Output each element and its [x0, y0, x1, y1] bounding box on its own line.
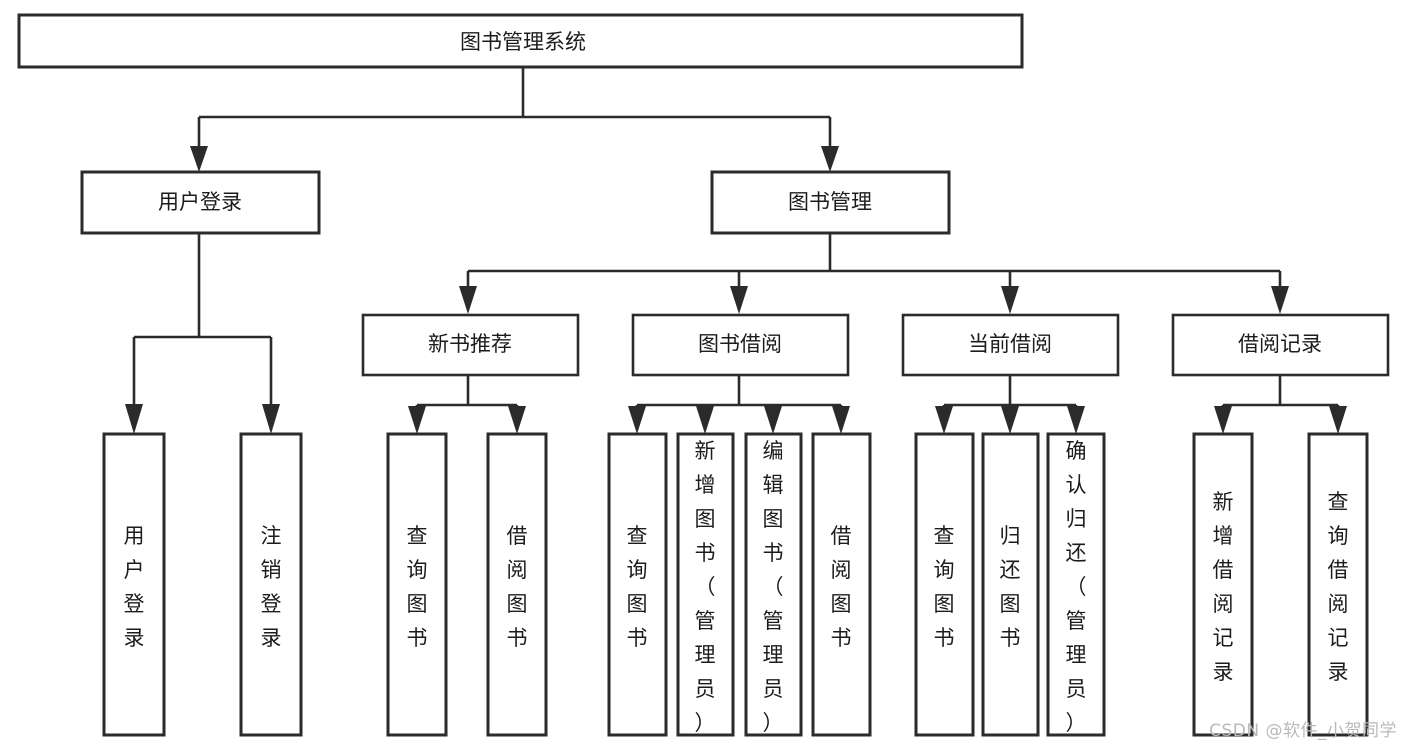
node-current-borrow-label: 当前借阅 — [968, 332, 1052, 356]
node-leaf-user-logout[interactable]: 注销登录 — [239, 432, 303, 737]
connector-group-user-login — [125, 233, 280, 434]
node-leaf-query-book-1[interactable]: 查询图书 — [386, 432, 448, 737]
node-leaf-confirm-return-label: 确认归还（管理员） — [1066, 439, 1087, 735]
node-root-label: 图书管理系统 — [460, 30, 586, 54]
connector-group-new-book-recommend — [408, 375, 526, 434]
arrow-to-new-book-recommend — [459, 286, 477, 314]
node-leaf-query-book-3-box[interactable] — [914, 432, 975, 737]
node-leaf-borrow-book-1-label: 借阅图书 — [507, 524, 528, 650]
node-leaf-user-logout-box[interactable] — [239, 432, 303, 737]
node-leaf-return-book-label: 归还图书 — [1000, 524, 1021, 650]
node-book-borrow[interactable]: 图书借阅 — [631, 313, 850, 377]
node-leaf-borrow-book-1-box[interactable] — [486, 432, 548, 737]
node-new-book-recommend-label: 新书推荐 — [428, 332, 512, 356]
node-book-manage-label: 图书管理 — [788, 190, 872, 214]
node-new-book-recommend-box[interactable] — [361, 313, 580, 377]
arrow-to-leaf-query-book-1 — [408, 406, 426, 434]
node-leaf-user-login[interactable]: 用户登录 — [102, 432, 166, 737]
arrow-to-leaf-edit-book — [764, 406, 782, 434]
node-leaf-add-book-box[interactable] — [676, 432, 735, 737]
node-leaf-add-record[interactable]: 新增借阅记录 — [1192, 432, 1254, 737]
node-leaf-add-book-label: 新增图书（管理员） — [695, 439, 716, 735]
connector-group-borrow-record — [1214, 375, 1347, 434]
node-leaf-query-book-1-label: 查询图书 — [407, 524, 428, 650]
node-book-manage[interactable]: 图书管理 — [710, 170, 951, 235]
arrow-to-leaf-add-book — [696, 406, 714, 434]
arrow-to-leaf-add-record — [1214, 406, 1232, 434]
connector-group-book-borrow — [628, 375, 850, 434]
node-borrow-record-label: 借阅记录 — [1238, 332, 1322, 356]
node-leaf-query-book-1-box[interactable] — [386, 432, 448, 737]
arrow-to-current-borrow — [1001, 286, 1019, 314]
node-leaf-borrow-book-2[interactable]: 借阅图书 — [811, 432, 872, 737]
node-leaf-query-record-label: 查询借阅记录 — [1328, 490, 1349, 684]
node-leaf-query-book-2-box[interactable] — [607, 432, 668, 737]
node-leaf-add-record-box[interactable] — [1192, 432, 1254, 737]
arrow-to-leaf-user-login — [125, 404, 143, 434]
node-book-borrow-label: 图书借阅 — [698, 332, 782, 356]
arrow-to-leaf-query-record — [1329, 406, 1347, 434]
node-leaf-query-book-2[interactable]: 查询图书 — [607, 432, 668, 737]
arrow-to-leaf-query-book-3 — [935, 406, 953, 434]
node-current-borrow-box[interactable] — [901, 313, 1120, 377]
node-leaf-borrow-book-2-box[interactable] — [811, 432, 872, 737]
node-user-login-box[interactable] — [80, 170, 321, 235]
arrow-to-leaf-borrow-book-1 — [508, 406, 526, 434]
node-leaf-edit-book[interactable]: 编辑图书（管理员） — [744, 432, 803, 737]
arrow-to-book-manage — [821, 146, 839, 172]
node-root[interactable]: 图书管理系统 — [17, 13, 1024, 69]
node-leaf-borrow-book-1[interactable]: 借阅图书 — [486, 432, 548, 737]
node-leaf-query-book-2-label: 查询图书 — [627, 524, 648, 650]
node-leaf-user-logout-label: 注销登录 — [261, 524, 282, 650]
node-borrow-record[interactable]: 借阅记录 — [1171, 313, 1390, 377]
node-leaf-borrow-book-2-label: 借阅图书 — [831, 524, 852, 650]
arrow-to-leaf-borrow-book-2 — [832, 406, 850, 434]
node-borrow-record-box[interactable] — [1171, 313, 1390, 377]
node-leaf-edit-book-box[interactable] — [744, 432, 803, 737]
arrow-to-leaf-return-book — [1001, 406, 1019, 434]
connector-group-book-manage — [459, 233, 1289, 314]
node-leaf-query-book-3-label: 查询图书 — [934, 524, 955, 650]
node-book-borrow-box[interactable] — [631, 313, 850, 377]
node-leaf-confirm-return[interactable]: 确认归还（管理员） — [1046, 432, 1106, 737]
arrow-to-borrow-record — [1271, 286, 1289, 314]
node-current-borrow[interactable]: 当前借阅 — [901, 313, 1120, 377]
arrow-to-leaf-confirm-return — [1067, 406, 1085, 434]
node-leaf-add-record-label: 新增借阅记录 — [1213, 490, 1234, 684]
node-leaf-user-login-label: 用户登录 — [124, 524, 145, 650]
node-user-login-label: 用户登录 — [158, 190, 242, 214]
arrow-to-leaf-query-book-2 — [628, 406, 646, 434]
node-leaf-return-book-box[interactable] — [981, 432, 1040, 737]
arrow-to-book-borrow — [730, 286, 748, 314]
connector-group-current-borrow — [935, 375, 1085, 434]
node-leaf-query-book-3[interactable]: 查询图书 — [914, 432, 975, 737]
node-leaf-return-book[interactable]: 归还图书 — [981, 432, 1040, 737]
node-leaf-add-book[interactable]: 新增图书（管理员） — [676, 432, 735, 737]
node-root-box[interactable] — [17, 13, 1024, 69]
arrow-to-leaf-user-logout — [262, 404, 280, 434]
connector-group-root — [190, 67, 839, 172]
arrow-to-user-login — [190, 146, 208, 172]
node-leaf-edit-book-label: 编辑图书（管理员） — [763, 439, 784, 735]
node-new-book-recommend[interactable]: 新书推荐 — [361, 313, 580, 377]
node-book-manage-box[interactable] — [710, 170, 951, 235]
node-leaf-user-login-box[interactable] — [102, 432, 166, 737]
node-leaf-query-record[interactable]: 查询借阅记录 — [1307, 432, 1369, 737]
node-leaf-query-record-box[interactable] — [1307, 432, 1369, 737]
node-leaf-confirm-return-box[interactable] — [1046, 432, 1106, 737]
node-user-login[interactable]: 用户登录 — [80, 170, 321, 235]
